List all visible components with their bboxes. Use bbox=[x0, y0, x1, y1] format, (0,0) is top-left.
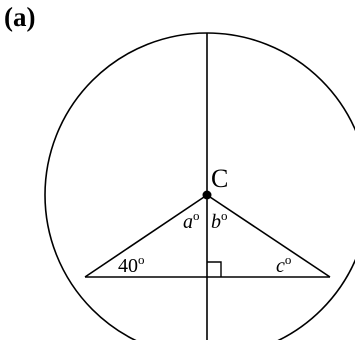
angle-c-label: co bbox=[276, 252, 291, 277]
right-angle-marker bbox=[207, 261, 222, 277]
angle-b-label: bo bbox=[211, 208, 228, 233]
center-point bbox=[202, 190, 212, 200]
panel-label: (a) bbox=[4, 2, 36, 32]
angle-b-degree: o bbox=[221, 208, 228, 223]
angle-c-letter: c bbox=[276, 255, 285, 277]
angle-a-degree: o bbox=[193, 208, 200, 223]
angle-40-label: 40o bbox=[118, 252, 145, 277]
angle-b-letter: b bbox=[211, 211, 221, 233]
angle-a-letter: a bbox=[183, 211, 193, 233]
angle-c-degree: o bbox=[285, 252, 292, 267]
angle-40-degree: o bbox=[138, 252, 145, 267]
angle-a-label: ao bbox=[183, 208, 200, 233]
circle bbox=[44, 32, 355, 345]
center-label: C bbox=[211, 164, 228, 193]
angle-40-value: 40 bbox=[118, 255, 138, 277]
radius-left bbox=[84, 194, 208, 278]
radius-right bbox=[206, 194, 331, 278]
